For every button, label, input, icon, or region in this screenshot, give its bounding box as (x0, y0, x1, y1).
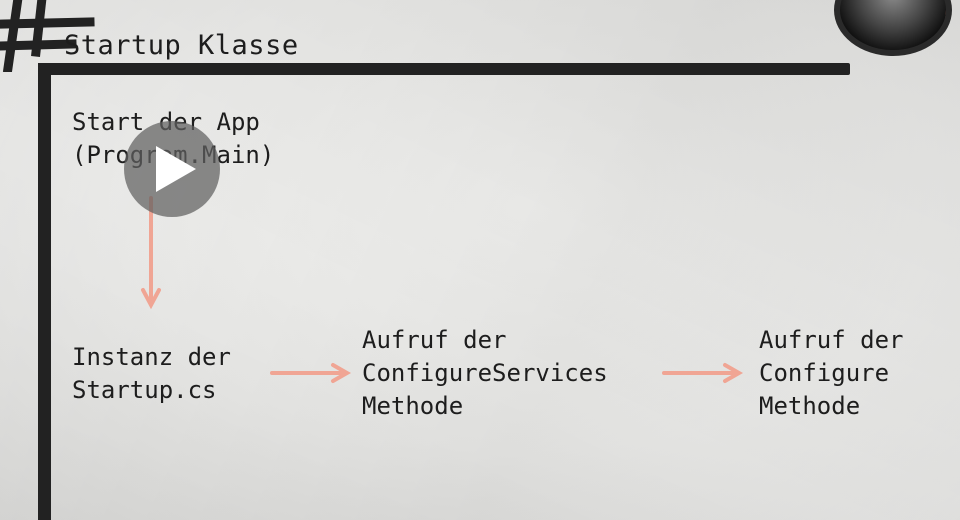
step-configure-line-1: Aufruf der (759, 326, 904, 354)
slide-title: Startup Klasse (64, 30, 299, 61)
step-instance-line-2: Startup.cs (72, 376, 217, 404)
arrow-right-head-2 (723, 363, 744, 383)
arrow-right-head-1 (331, 363, 352, 383)
step-configure-line-2: Configure (759, 359, 890, 387)
arrow-down-head (141, 288, 161, 310)
step-startup-instance: Instanz der Startup.cs (72, 341, 231, 407)
step-configure-services-line-3: Methode (362, 392, 464, 420)
step-configure-services: Aufruf der ConfigureServices Methode (362, 324, 608, 423)
title-underline (38, 63, 850, 75)
step-instance-line-1: Instanz der (72, 343, 231, 371)
step-configure-services-line-2: ConfigureServices (362, 359, 608, 387)
step-configure-line-3: Methode (759, 392, 861, 420)
play-icon[interactable] (156, 146, 196, 192)
hash-logo-icon (0, 0, 95, 72)
left-border-rule (38, 63, 51, 520)
video-play-button[interactable] (124, 121, 220, 217)
step-configure: Aufruf der Configure Methode (759, 324, 904, 423)
step-configure-services-line-1: Aufruf der (362, 326, 507, 354)
